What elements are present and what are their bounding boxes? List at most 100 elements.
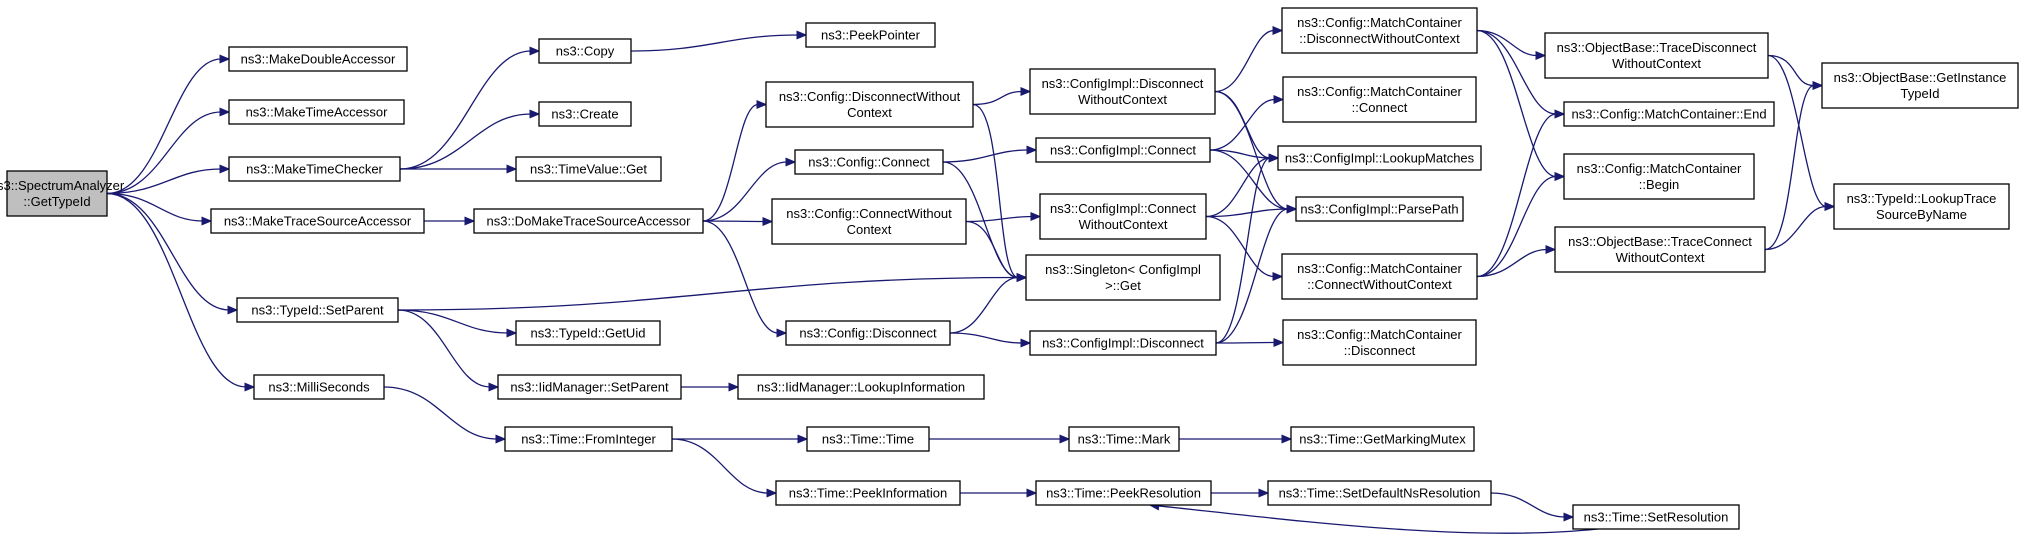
node-objectbase-traceconnectwithoutcontext[interactable]: ns3::ObjectBase::TraceConnectWithoutCont… xyxy=(1554,226,1766,273)
node-label: WithoutContext xyxy=(1616,250,1705,265)
node-typeid-setparent[interactable]: ns3::TypeId::SetParent xyxy=(236,297,399,323)
node-matchcontainer-connect[interactable]: ns3::Config::MatchContainer::Connect xyxy=(1282,76,1477,123)
node-label: ns3::ConfigImpl::Disconnect xyxy=(1042,76,1204,91)
arrow-head xyxy=(1281,434,1293,444)
node-box xyxy=(210,208,425,234)
arrow-head xyxy=(776,328,788,338)
node-matchcontainer-begin[interactable]: ns3::Config::MatchContainer::Begin xyxy=(1563,153,1755,200)
node-label: ns3::SpectrumAnalyzer xyxy=(0,178,125,193)
edge-time-peekinformation-to-time-peekresolution xyxy=(959,488,1038,498)
node-label: ns3::Singleton< ConfigImpl xyxy=(1045,262,1201,277)
node-config-disconnect[interactable]: ns3::Config::Disconnect xyxy=(785,320,951,346)
edge-spectrum-analyzer-gettypeid-to-make-time-checker xyxy=(106,164,231,195)
node-label: ns3::MakeDoubleAccessor xyxy=(241,52,396,67)
node-create[interactable]: ns3::Create xyxy=(538,101,632,127)
node-spectrum-analyzer-gettypeid[interactable]: ns3::SpectrumAnalyzer::GetTypeId xyxy=(0,170,125,217)
node-label: ns3::TypeId::SetParent xyxy=(251,303,384,318)
node-label: ::ConnectWithoutContext xyxy=(1307,277,1452,292)
edge-line xyxy=(972,90,1023,106)
node-time-peekresolution[interactable]: ns3::Time::PeekResolution xyxy=(1035,480,1212,506)
node-time-time[interactable]: ns3::Time::Time xyxy=(806,426,930,452)
node-box xyxy=(228,99,405,125)
node-iidmanager-setparent[interactable]: ns3::IidManager::SetParent xyxy=(497,374,682,400)
node-configimpl-connect[interactable]: ns3::ConfigImpl::Connect xyxy=(1035,137,1211,163)
node-box xyxy=(1029,68,1216,115)
arrow-head xyxy=(728,382,740,392)
node-configimpl-disconnect[interactable]: ns3::ConfigImpl::Disconnect xyxy=(1029,330,1217,356)
node-config-disconnectwithoutcontext[interactable]: ns3::Config::DisconnectWithoutContext xyxy=(765,81,974,128)
node-box xyxy=(253,374,385,400)
arrow-head xyxy=(529,109,541,119)
node-copy[interactable]: ns3::Copy xyxy=(538,38,632,64)
edge-time-mark-to-time-getmarkingmutex xyxy=(1179,434,1293,444)
edge-time-setresolution-to-time-peekresolution xyxy=(1148,501,1598,534)
edge-copy-to-peekpointer xyxy=(630,30,808,52)
node-make-time-checker[interactable]: ns3::MakeTimeChecker xyxy=(228,156,401,182)
edge-line xyxy=(1476,248,1548,278)
node-time-getmarkingmutex[interactable]: ns3::Time::GetMarkingMutex xyxy=(1290,426,1475,452)
node-objectbase-tracedisconnectwithoutcontext[interactable]: ns3::ObjectBase::TraceDisconnectWithoutC… xyxy=(1544,32,1769,79)
node-time-frominteger[interactable]: ns3::Time::FromInteger xyxy=(504,426,673,452)
node-label: ::DisconnectWithoutContext xyxy=(1299,31,1460,46)
node-box xyxy=(1563,101,1775,127)
node-label: ns3::Time::Time xyxy=(822,432,914,447)
edge-typeid-setparent-to-singleton-configimpl-get xyxy=(397,272,1028,311)
node-label: ns3::ObjectBase::GetInstance xyxy=(1834,70,2007,85)
edge-line xyxy=(1476,175,1557,278)
call-edges xyxy=(106,25,1836,534)
node-make-time-accessor[interactable]: ns3::MakeTimeAccessor xyxy=(228,99,405,125)
arrow-head xyxy=(1258,488,1270,498)
arrow-head xyxy=(1020,86,1032,97)
edge-line xyxy=(965,215,1033,223)
edge-line xyxy=(1215,341,1276,344)
node-label: ns3::ConfigImpl::LookupMatches xyxy=(1285,151,1475,166)
node-do-make-trace-source-accessor[interactable]: ns3::DoMakeTraceSourceAccessor xyxy=(473,208,704,234)
edge-line xyxy=(942,149,1029,163)
node-time-peekinformation[interactable]: ns3::Time::PeekInformation xyxy=(775,480,961,506)
node-peekpointer[interactable]: ns3::PeekPointer xyxy=(805,22,936,48)
node-configimpl-parsepath[interactable]: ns3::ConfigImpl::ParsePath xyxy=(1295,196,1464,222)
node-configimpl-disconnectwithoutcontext[interactable]: ns3::ConfigImpl::DisconnectWithoutContex… xyxy=(1029,68,1216,115)
node-singleton-configimpl-get[interactable]: ns3::Singleton< ConfigImpl >::Get xyxy=(1025,254,1221,301)
node-matchcontainer-end[interactable]: ns3::Config::MatchContainer::End xyxy=(1563,101,1775,127)
node-box xyxy=(1554,226,1766,273)
node-typeid-getuid[interactable]: ns3::TypeId::GetUid xyxy=(515,320,661,346)
node-box xyxy=(806,426,930,452)
node-timevalue-get[interactable]: ns3::TimeValue::Get xyxy=(515,156,662,182)
edge-line xyxy=(1476,113,1557,278)
node-label: ns3::Create xyxy=(551,107,618,122)
edge-line xyxy=(671,438,769,494)
node-matchcontainer-disconnect[interactable]: ns3::Config::MatchContainer::Disconnect xyxy=(1282,319,1477,366)
edge-do-make-trace-source-accessor-to-config-connect xyxy=(702,157,797,222)
node-matchcontainer-disconnectwithoutcontext[interactable]: ns3::Config::MatchContainer::DisconnectW… xyxy=(1281,7,1478,54)
node-config-connectwithoutcontext[interactable]: ns3::Config::ConnectWithoutContext xyxy=(771,198,967,245)
node-make-double-accessor[interactable]: ns3::MakeDoubleAccessor xyxy=(228,46,408,72)
node-configimpl-connectwithoutcontext[interactable]: ns3::ConfigImpl::ConnectWithoutContext xyxy=(1039,193,1207,240)
node-config-connect[interactable]: ns3::Config::Connect xyxy=(794,149,944,175)
node-iidmanager-lookupinformation[interactable]: ns3::IidManager::LookupInformation xyxy=(737,374,985,400)
node-time-setresolution[interactable]: ns3::Time::SetResolution xyxy=(1572,504,1740,530)
node-configimpl-lookupmatches[interactable]: ns3::ConfigImpl::LookupMatches xyxy=(1277,145,1482,171)
node-label: ns3::Config::Connect xyxy=(808,155,930,170)
node-time-setdefaultnsresolution[interactable]: ns3::Time::SetDefaultNsResolution xyxy=(1267,480,1492,506)
edge-make-time-checker-to-timevalue-get xyxy=(399,164,518,174)
edge-line xyxy=(106,58,222,195)
edge-line xyxy=(965,220,1019,279)
node-time-mark[interactable]: ns3::Time::Mark xyxy=(1068,426,1180,452)
edge-line xyxy=(1214,29,1275,93)
node-box xyxy=(473,208,704,234)
node-label: ns3::Config::MatchContainer xyxy=(1297,15,1462,30)
node-box xyxy=(737,374,985,400)
node-make-trace-source-accessor[interactable]: ns3::MakeTraceSourceAccessor xyxy=(210,208,425,234)
arrow-head xyxy=(506,328,518,338)
edge-objectbase-traceconnectwithoutcontext-to-objectbase-getinstancetypeid xyxy=(1764,80,1824,251)
node-milliseconds[interactable]: ns3::MilliSeconds xyxy=(253,374,385,400)
node-matchcontainer-connectwithoutcontext[interactable]: ns3::Config::MatchContainer::ConnectWith… xyxy=(1281,253,1478,300)
edge-time-time-to-time-mark xyxy=(929,434,1071,444)
node-label: ns3::Config::MatchContainer xyxy=(1297,261,1462,276)
edge-line xyxy=(397,276,1019,311)
edge-time-peekresolution-to-time-setdefaultnsresolution xyxy=(1210,488,1270,498)
